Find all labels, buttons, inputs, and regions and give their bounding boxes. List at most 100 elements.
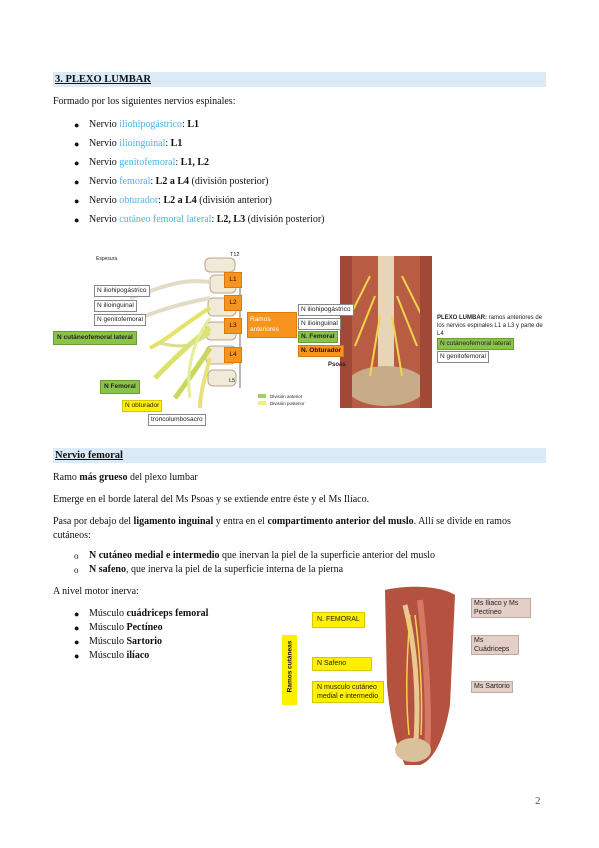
p1-post: del plexo lumbar xyxy=(127,472,198,483)
bullet-icon: ● xyxy=(74,215,80,225)
bullet-icon: ● xyxy=(74,177,80,187)
nerve-roots: L1 xyxy=(187,119,200,130)
label-femoral: N Femoral xyxy=(100,380,140,394)
label-ilioinguinal: N ilioinguinal xyxy=(94,300,137,312)
section-title: 3. PLEXO LUMBAR xyxy=(55,74,151,85)
sub-1-bold: N safeno xyxy=(89,564,126,575)
nerve-name: iliohipogástrico xyxy=(119,119,183,130)
nerve-colon: : xyxy=(158,195,164,206)
nerve-colon: : xyxy=(150,176,156,187)
nerve-list-item: ●Nervio cutáneo femoral lateral: L2, L3 … xyxy=(74,213,325,227)
label-L2: L2 xyxy=(224,295,242,311)
thigh-label-cutaneo: N musculo cutáneo medial e intermedio xyxy=(312,681,384,703)
femoral-header-bar: Nervio femoral xyxy=(53,448,546,463)
bullet-icon: ● xyxy=(74,120,80,130)
bullet-icon: ● xyxy=(74,637,80,647)
label-L1: L1 xyxy=(224,272,242,288)
nerve-list-item: ●Nervio femoral: L2 a L4 (división poste… xyxy=(74,175,325,189)
femoral-title: Nervio femoral xyxy=(55,450,123,461)
nerve-division: (división anterior) xyxy=(196,195,272,206)
nerve-prefix: Nervio xyxy=(89,138,120,149)
figure-lumbar-anatomy-photo xyxy=(340,256,432,408)
label-genitofemoral: N genitofemoral xyxy=(94,314,146,326)
label-troncolumbosacro: troncolumbosacro xyxy=(148,414,206,426)
label-L3: L3 xyxy=(224,318,242,334)
thigh-label-safeno: N Safeno xyxy=(312,657,372,671)
page-number: 2 xyxy=(535,795,541,807)
bullet-icon: ● xyxy=(74,196,80,206)
motor-muscle: ilíaco xyxy=(126,650,150,661)
thigh-label-femoral: N. FEMORAL xyxy=(312,612,365,628)
motor-list-item: ● Músculo Sartorio xyxy=(74,635,208,649)
bullet-icon: ● xyxy=(74,158,80,168)
photo-label-femoral: N. Femoral xyxy=(298,331,338,343)
nerve-name: obturador xyxy=(119,195,159,206)
nerve-prefix: Nervio xyxy=(89,157,120,168)
motor-intro: A nivel motor inerva: xyxy=(53,586,139,597)
nerve-list: ● Nervio iliohipogástrico: L1 ● Nervio ilio… xyxy=(74,118,325,232)
nerve-colon: : xyxy=(165,138,171,149)
legend-posterior: División posterior xyxy=(270,401,305,406)
femoral-p2: Emerge en el borde lateral del Ms Psoas … xyxy=(53,494,370,505)
intro-text: Formado por los siguientes nervios espin… xyxy=(53,96,236,107)
photo-plexo-caption: PLEXO LUMBAR: ramos anteriores de los ne… xyxy=(437,314,547,338)
label-T12: T12 xyxy=(230,252,240,258)
nerve-division: (división posterior) xyxy=(189,176,269,187)
circle-bullet-icon: o xyxy=(74,565,79,575)
nerve-prefix: Nervio xyxy=(89,119,120,130)
p3-c: y entra en el xyxy=(213,516,268,527)
motor-plain: Músculo xyxy=(89,650,127,661)
femoral-p3: Pasa por debajo del ligamento inguinal y… xyxy=(53,515,546,543)
photo-plexo-title: PLEXO LUMBAR: xyxy=(437,315,487,321)
figure-small-label: Espesura xyxy=(96,256,118,262)
p3-e: . Allí se divide en ramos cutáneos: xyxy=(53,516,511,541)
bullet-icon: ● xyxy=(74,651,80,661)
thigh-label-ramos: Ramos cutáneas xyxy=(286,640,294,693)
sub-1-plain: , que inerva la piel de la superficie in… xyxy=(125,564,344,575)
nerve-colon: : xyxy=(175,157,181,168)
nerve-division: (división posterior) xyxy=(245,214,325,225)
label-obturador: N obturador xyxy=(122,400,163,412)
p1-bold: más grueso xyxy=(79,472,128,483)
nerve-roots: L1 xyxy=(170,138,183,149)
motor-muscle: Pectíneo xyxy=(126,622,163,633)
motor-muscle: Sartorio xyxy=(126,636,163,647)
bullet-icon: ● xyxy=(74,139,80,149)
label-ramos-anteriores: Ramos anteriores xyxy=(247,312,297,338)
nerve-roots: L2, L3 xyxy=(216,214,246,225)
nerve-roots: L2 a L4 xyxy=(155,176,189,187)
thigh-label-iliaco: Ms Iliaco y Ms Pectíneo xyxy=(471,598,531,618)
nerve-prefix: Nervio xyxy=(89,176,120,187)
photo-label-cutaneo: N cutáneofemoral lateral xyxy=(437,338,514,350)
photo-label-iliohipogastrico: N iliohipogástrico xyxy=(298,304,354,316)
motor-list: ●Músculo cuádriceps femoral●Músculo Pect… xyxy=(74,607,208,663)
plexus-illustration xyxy=(129,257,266,409)
label-L5: L5 xyxy=(229,378,236,384)
label-cutaneo-femoral-lateral: N cutáneofemoral lateral xyxy=(53,331,137,345)
circle-bullet-icon: o xyxy=(74,551,79,561)
p1-pre: Ramo xyxy=(53,472,80,483)
anatomy-photo-illustration xyxy=(340,256,432,408)
p3-a: Pasa por debajo del xyxy=(53,516,134,527)
sub-0-plain: que inervan la piel de la superficie ant… xyxy=(219,550,436,561)
bullet-icon: ● xyxy=(74,609,80,619)
photo-plexo-text: ramos anteriores de los nervios espinale… xyxy=(437,315,543,337)
photo-label-ilioinguinal: N ilioinguinal xyxy=(298,318,341,330)
nerve-name: cutáneo femoral lateral xyxy=(119,214,212,225)
legend-anterior: División anterior xyxy=(270,394,303,399)
nerve-colon: : xyxy=(211,214,217,225)
figure-thigh-anatomy xyxy=(365,585,465,765)
nerve-roots: L1, L2 xyxy=(180,157,209,168)
motor-list-item: ●Músculo Pectíneo xyxy=(74,621,208,635)
nerve-roots: L2 a L4 xyxy=(163,195,197,206)
nerve-name: ilioinguinal xyxy=(119,138,166,149)
photo-label-obturador: N. Obturador xyxy=(298,345,345,357)
sub-item-cutaneo: o N cutáneo medial e intermedio que iner… xyxy=(74,549,549,563)
motor-plain: Músculo xyxy=(89,636,127,647)
photo-label-psoas: Psoas xyxy=(328,362,346,368)
p3-b: ligamento inguinal xyxy=(133,516,214,527)
thigh-label-cuadriceps: Ms Cuádriceps xyxy=(471,635,519,655)
thigh-label-sartorio: Ms Sartorio xyxy=(471,681,513,693)
motor-plain: Músculo xyxy=(89,622,127,633)
photo-label-genitofemoral: N genitofemoral xyxy=(437,351,489,363)
